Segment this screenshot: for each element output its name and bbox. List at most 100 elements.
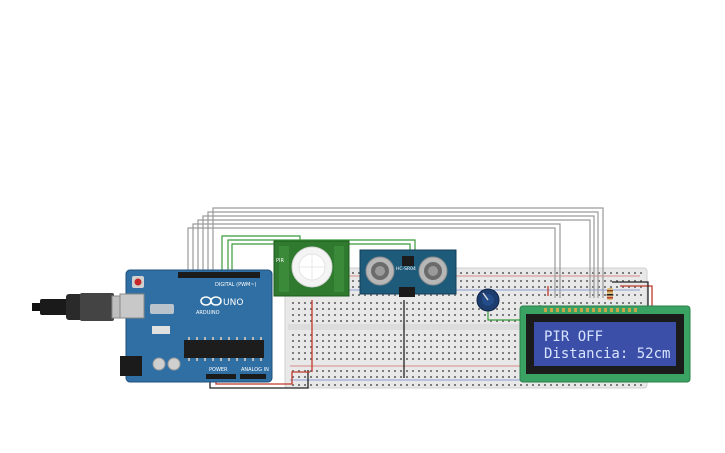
breadboard-hole: [430, 384, 432, 386]
breadboard-hole: [466, 376, 468, 378]
breadboard-hole: [604, 280, 606, 282]
breadboard-hole: [484, 346, 486, 348]
breadboard-hole: [568, 286, 570, 288]
breadboard-hole: [292, 370, 294, 372]
breadboard-hole: [388, 302, 390, 304]
breadboard-hole: [508, 272, 510, 274]
breadboard-hole: [376, 376, 378, 378]
breadboard-hole: [466, 272, 468, 274]
breadboard-hole: [400, 320, 402, 322]
breadboard-hole: [448, 384, 450, 386]
breadboard-hole: [616, 302, 618, 304]
breadboard-hole: [562, 294, 564, 296]
breadboard-hole: [400, 384, 402, 386]
breadboard-hole: [340, 358, 342, 360]
breadboard-hole: [484, 280, 486, 282]
breadboard-hole: [466, 358, 468, 360]
breadboard-hole: [322, 308, 324, 310]
breadboard-hole: [484, 384, 486, 386]
breadboard-hole: [454, 334, 456, 336]
breadboard-hole: [508, 384, 510, 386]
breadboard-hole: [520, 384, 522, 386]
breadboard-hole: [394, 302, 396, 304]
breadboard-hole: [376, 358, 378, 360]
breadboard-hole: [424, 334, 426, 336]
breadboard-hole: [514, 308, 516, 310]
breadboard-hole: [556, 294, 558, 296]
lcd-display[interactable]: PIR OFF Distancia: 52cm: [519, 305, 691, 383]
breadboard-hole: [340, 302, 342, 304]
breadboard-hole: [556, 384, 558, 386]
breadboard-hole: [598, 286, 600, 288]
breadboard-hole: [640, 302, 642, 304]
breadboard-hole: [502, 370, 504, 372]
breadboard-hole: [502, 272, 504, 274]
breadboard-hole: [550, 294, 552, 296]
breadboard-hole: [556, 302, 558, 304]
breadboard-hole: [586, 286, 588, 288]
arduino-uno-board[interactable]: ARDUINO UNO DIGITAL (PWM~) POWER ANALOG …: [119, 269, 273, 383]
potentiometer[interactable]: [476, 288, 500, 312]
breadboard-hole: [466, 308, 468, 310]
breadboard-hole: [346, 320, 348, 322]
breadboard-hole: [538, 384, 540, 386]
breadboard-hole: [292, 352, 294, 354]
breadboard-hole: [340, 384, 342, 386]
breadboard-hole: [418, 358, 420, 360]
breadboard-hole: [502, 308, 504, 310]
breadboard-hole: [478, 280, 480, 282]
pir-label: PIR: [276, 258, 284, 264]
breadboard-hole: [640, 294, 642, 296]
ultrasonic-sensor[interactable]: HC-SR04: [359, 249, 457, 297]
breadboard-hole: [628, 286, 630, 288]
breadboard-hole: [538, 302, 540, 304]
breadboard-hole: [358, 346, 360, 348]
breadboard-hole: [292, 346, 294, 348]
breadboard-hole: [340, 376, 342, 378]
breadboard-hole: [490, 280, 492, 282]
breadboard-hole: [550, 302, 552, 304]
breadboard-hole: [502, 340, 504, 342]
breadboard-hole: [352, 272, 354, 274]
breadboard-hole: [358, 308, 360, 310]
breadboard-hole: [298, 370, 300, 372]
breadboard-hole: [430, 358, 432, 360]
breadboard-hole: [412, 302, 414, 304]
breadboard-hole: [544, 302, 546, 304]
breadboard-hole: [460, 286, 462, 288]
pir-sensor[interactable]: PIR: [273, 240, 350, 297]
breadboard-hole: [412, 384, 414, 386]
breadboard-hole: [376, 320, 378, 322]
breadboard-hole: [454, 320, 456, 322]
breadboard-hole: [400, 334, 402, 336]
breadboard-hole: [436, 358, 438, 360]
breadboard-hole: [550, 280, 552, 282]
breadboard-hole: [322, 302, 324, 304]
breadboard-hole: [466, 280, 468, 282]
breadboard-hole: [508, 340, 510, 342]
breadboard-hole: [532, 272, 534, 274]
breadboard-hole: [496, 346, 498, 348]
breadboard-hole: [592, 286, 594, 288]
breadboard-hole: [514, 384, 516, 386]
breadboard-hole: [628, 280, 630, 282]
breadboard-hole: [304, 376, 306, 378]
breadboard-hole: [592, 280, 594, 282]
breadboard-hole: [412, 370, 414, 372]
breadboard-hole: [388, 352, 390, 354]
breadboard-hole: [394, 314, 396, 316]
breadboard-hole: [586, 272, 588, 274]
breadboard-hole: [568, 302, 570, 304]
breadboard-hole: [358, 320, 360, 322]
breadboard-hole: [562, 280, 564, 282]
breadboard-hole: [436, 352, 438, 354]
resistor[interactable]: [604, 288, 614, 300]
lcd-pin: [550, 308, 553, 312]
breadboard-hole: [418, 302, 420, 304]
breadboard-hole: [544, 286, 546, 288]
breadboard-hole: [424, 346, 426, 348]
breadboard-hole: [304, 370, 306, 372]
breadboard-hole: [322, 334, 324, 336]
breadboard-hole: [334, 340, 336, 342]
